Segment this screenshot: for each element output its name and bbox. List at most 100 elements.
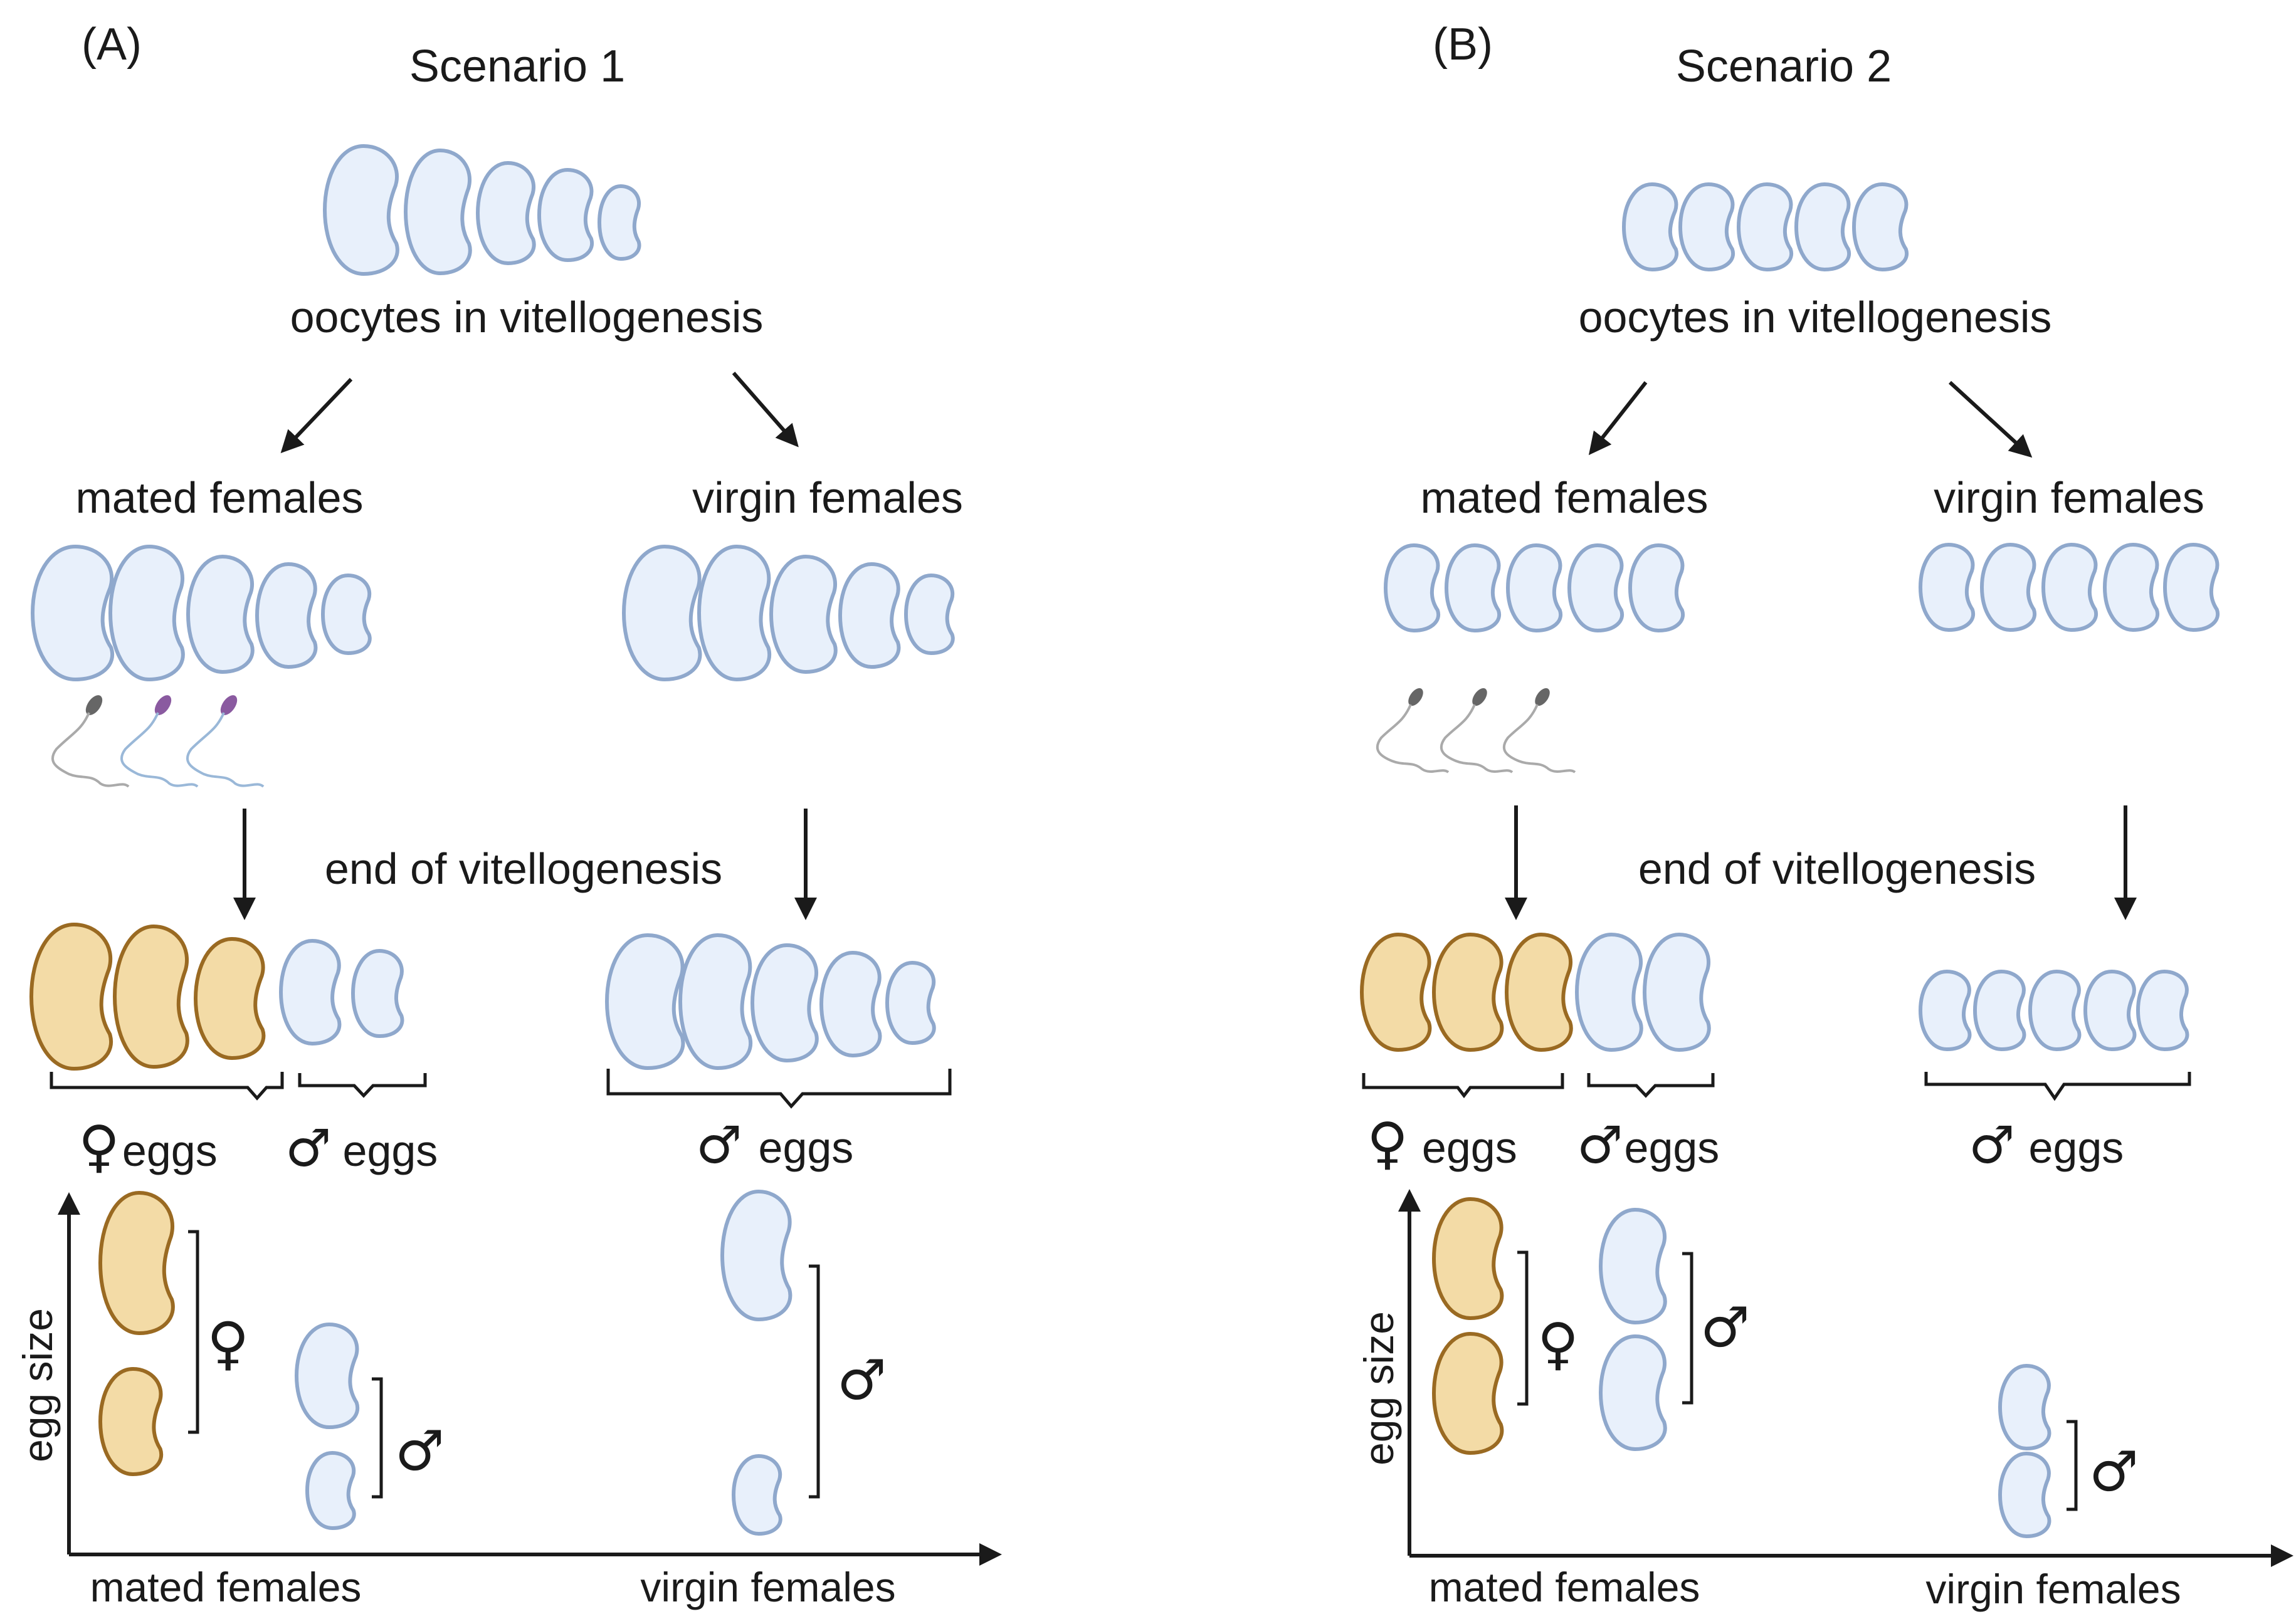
panel-a-title: Scenario 1	[409, 41, 625, 92]
female-egg	[1362, 935, 1430, 1050]
female-egg	[196, 939, 263, 1058]
oocyte	[2030, 972, 2080, 1049]
oocyte	[353, 951, 403, 1036]
oocyte	[599, 186, 640, 259]
panel-b: (B) Scenario 2 oocytes in vitellogenesis…	[1356, 19, 2282, 1612]
oocyte	[1386, 545, 1438, 631]
sperm-cell	[1376, 688, 1450, 773]
oocyte	[1982, 545, 2035, 630]
panel-b-plot-male-symbol: ♂	[1700, 1295, 1750, 1360]
oocyte	[752, 945, 817, 1061]
oocyte	[1569, 545, 1622, 631]
panel-b-male-eggs-label: ♂eggs	[1577, 1116, 1719, 1175]
arrow	[280, 377, 353, 454]
panel-a-virgin-oocytes	[624, 547, 953, 679]
sperm-cell	[1440, 688, 1514, 773]
panel-b-mated-label: mated females	[1420, 473, 1708, 522]
oocyte	[887, 963, 934, 1043]
oocyte	[2105, 545, 2157, 630]
panel-b-y-axis-label: egg size	[1356, 1311, 1402, 1465]
panel-a-mated-eggs-row	[31, 925, 403, 1069]
female-egg	[100, 1193, 173, 1333]
panel-a-oocytes-label: oocytes in vitellogenesis	[290, 293, 764, 342]
bracket	[188, 1230, 199, 1434]
oocyte	[1854, 184, 1907, 270]
oocyte	[307, 1453, 354, 1528]
female-egg	[31, 925, 111, 1069]
female-egg	[1434, 1334, 1502, 1453]
sperm-cell	[51, 695, 130, 788]
sperm-cell	[1502, 688, 1576, 773]
panel-b-mated-eggs-row	[1362, 935, 1709, 1050]
panel-a-sperm-group	[51, 695, 265, 788]
bracket	[1517, 1250, 1529, 1406]
panel-a-plot-male-symbol: ♂	[395, 1418, 445, 1483]
oocyte	[478, 163, 534, 263]
panel-a-plot-virgin-symbol: ♂	[837, 1348, 887, 1412]
oocyte	[2000, 1454, 2050, 1536]
oocyte	[297, 1324, 357, 1427]
oocyte	[1508, 545, 1561, 631]
panel-b-oocytes-label: oocytes in vitellogenesis	[1579, 293, 2052, 342]
panel-a-x-label-mated: mated females	[90, 1564, 362, 1610]
oocyte	[2000, 1366, 2050, 1449]
bracket	[1682, 1252, 1693, 1405]
panel-a: (A) Scenario 1 oocytes in vitellogenesis…	[14, 19, 991, 1610]
bracket	[372, 1377, 383, 1499]
panel-b-x-label-mated: mated females	[1429, 1564, 1700, 1610]
panel-a-female-eggs-label: ♀eggs	[78, 1114, 218, 1180]
oocyte	[2085, 972, 2135, 1049]
panel-b-virgin-eggs-row	[1920, 972, 2188, 1049]
oocyte	[840, 564, 898, 667]
oocyte	[1601, 1210, 1665, 1323]
panel-a-oocyte-row-top	[325, 146, 640, 274]
bracket	[1362, 1073, 1564, 1099]
oocyte	[281, 941, 339, 1044]
oocyte	[1645, 935, 1709, 1050]
oocyte	[821, 953, 880, 1056]
bracket	[606, 1069, 952, 1109]
oocyte	[325, 146, 398, 274]
oocyte	[1739, 184, 1791, 270]
oocyte	[1630, 545, 1683, 631]
oocyte	[734, 1456, 781, 1534]
oocyte	[2165, 545, 2218, 630]
oocyte	[2043, 545, 2096, 630]
panel-a-plot-female-symbol: ♀	[207, 1310, 249, 1377]
oocyte	[1680, 184, 1733, 270]
panel-b-tag: (B)	[1433, 19, 1493, 70]
oocyte	[1577, 935, 1641, 1050]
oocyte	[2138, 972, 2188, 1049]
oocyte	[539, 170, 592, 260]
panel-b-plot-virgin-symbol: ♂	[2089, 1439, 2139, 1504]
oocyte	[1601, 1336, 1665, 1449]
panel-b-sperm-group	[1376, 688, 1576, 773]
panel-b-end-label: end of vitellogenesis	[1638, 844, 2036, 893]
female-egg	[1507, 935, 1571, 1050]
oocyte	[110, 547, 183, 679]
bracket	[809, 1264, 820, 1499]
female-egg	[1434, 935, 1502, 1050]
oocyte	[1796, 184, 1849, 270]
arrow	[1588, 381, 1648, 456]
oocyte	[257, 564, 315, 667]
panel-b-mated-oocytes	[1386, 545, 1683, 631]
panel-b-plot-female-symbol: ♀	[1537, 1311, 1579, 1377]
arrow	[732, 372, 799, 448]
oocyte	[33, 547, 112, 679]
panel-b-x-label-virgin: virgin females	[1925, 1566, 2181, 1612]
oocyte	[722, 1192, 790, 1319]
oocyte	[1920, 972, 1970, 1049]
panel-a-tag: (A)	[82, 19, 142, 70]
oocyte	[1624, 184, 1677, 270]
bracket	[1924, 1072, 2191, 1101]
bracket	[2067, 1420, 2078, 1511]
panel-a-mated-label: mated females	[75, 473, 363, 522]
panel-a-virgin-eggs-row	[607, 935, 934, 1068]
bracket	[1587, 1073, 1715, 1098]
oocyte	[906, 575, 953, 653]
female-egg	[100, 1369, 161, 1474]
female-egg	[115, 926, 187, 1067]
oocyte	[1920, 545, 1973, 630]
